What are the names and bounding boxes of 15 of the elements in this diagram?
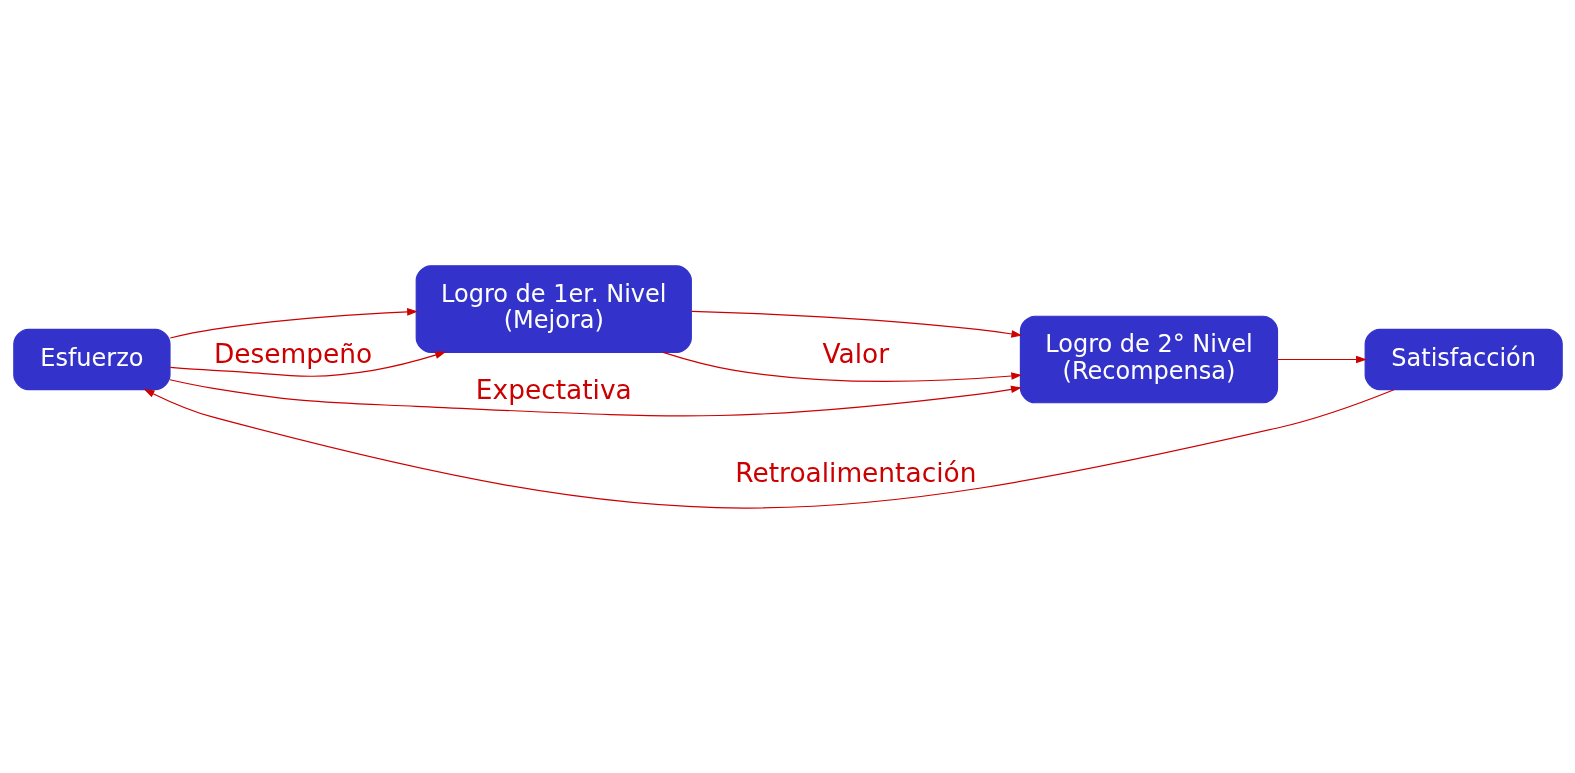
node-box: Esfuerzo	[12, 328, 171, 390]
arrow	[169, 307, 418, 339]
edge-label: Desempeño	[213, 337, 372, 369]
edge-label: Valor	[822, 337, 889, 369]
arrow	[168, 378, 1022, 416]
arrow	[169, 350, 446, 377]
arrow	[662, 351, 1022, 382]
node-box: Satisfacción	[1364, 328, 1563, 390]
edge-label: Retroalimentación	[734, 456, 976, 488]
arrow	[143, 388, 1395, 509]
arrow	[1276, 355, 1367, 363]
node-box: Logro de 2° Nivel (Recompensa)	[1019, 315, 1278, 403]
node-box: Logro de 1er. Nivel (Mejora)	[415, 264, 692, 353]
edge-label: Expectativa	[475, 373, 632, 405]
arrow	[690, 310, 1022, 338]
